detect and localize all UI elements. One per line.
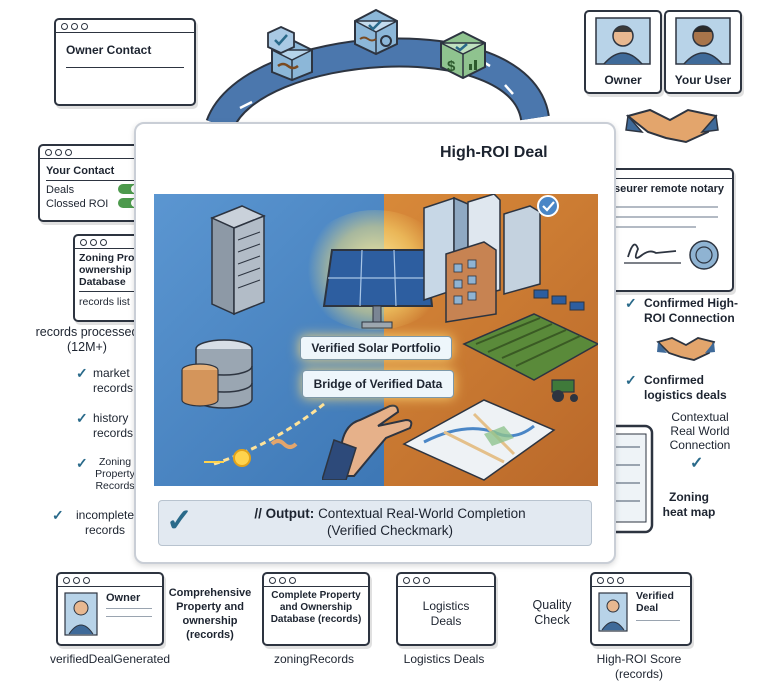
owner-avatar-label: Owner — [604, 73, 642, 87]
your-contact-title: Your Contact — [46, 165, 115, 177]
history-records-label: history records — [93, 411, 134, 440]
logistics-deals-caption: Logistics Deals — [403, 652, 485, 666]
verified-deal-title: Verified Deal — [636, 590, 674, 614]
output-line1: Contextual Real-World Completion — [318, 506, 526, 521]
hand-icon — [322, 404, 413, 480]
owner-contact-title: Owner Contact — [66, 43, 152, 57]
check-cube-icon — [267, 26, 295, 54]
data-infrastructure-art — [181, 205, 325, 467]
owner-card-avatar-icon — [64, 592, 98, 636]
main-title: High-ROI Deal — [440, 144, 548, 161]
complete-database-window[interactable]: Complete Property and Ownership Database… — [262, 572, 370, 646]
settings-cube-icon — [354, 8, 398, 56]
server-icon — [210, 205, 266, 316]
logistics-deals-window[interactable]: Logistics Deals — [396, 572, 496, 646]
confirmed-roi-label: Confirmed High-ROI Connection — [644, 296, 738, 325]
market-records-label: market records — [93, 366, 134, 395]
user-avatar-label: Your User — [674, 73, 732, 87]
confirmed-logistics-check-icon: ✓ — [625, 372, 637, 388]
complete-database-title: Complete Property and Ownership Database… — [270, 590, 362, 625]
dollar-cube-icon: $ — [440, 30, 486, 80]
real-world-city-art — [402, 194, 598, 481]
history-check-icon: ✓ — [76, 410, 88, 426]
tractor-icon — [551, 379, 578, 402]
verified-solar-portfolio-banner: Verified Solar Portfolio — [300, 336, 452, 360]
high-roi-score-caption: High-ROI Score (records) — [596, 652, 682, 681]
notary-title: seurer remote notary — [613, 183, 725, 195]
quality-check-label: Quality Check — [532, 598, 572, 627]
map-icon — [402, 399, 556, 481]
incomplete-records-label: incomplete records — [75, 508, 135, 537]
database-icon — [181, 339, 253, 409]
svg-text:$: $ — [447, 58, 456, 75]
output-text: // Output: Contextual Real-World Complet… — [200, 505, 580, 539]
seal-icon — [689, 240, 719, 270]
zoning-records-label: Zoning Property Records — [95, 456, 135, 492]
verified-deal-avatar-icon — [598, 592, 628, 632]
owner-card-title: Owner — [106, 592, 141, 604]
contextual-connection-label: Contextual Real World Connection — [669, 410, 731, 452]
market-check-icon: ✓ — [76, 365, 88, 381]
bridge-of-verified-data-banner: Bridge of Verified Data — [302, 370, 454, 398]
notary-document-lines — [616, 206, 719, 270]
owner-avatar-icon — [595, 17, 651, 65]
handshake-small-icon — [656, 337, 716, 361]
remote-notary-window[interactable]: seurer remote notary — [604, 168, 734, 292]
zoning-check-icon: ✓ — [76, 455, 88, 471]
confirmed-roi-check-icon: ✓ — [625, 295, 637, 311]
farm-field-icon — [462, 289, 598, 381]
your-contact-deals-label: Deals — [46, 184, 75, 196]
comprehensive-records-label: Comprehensive Property and ownership (re… — [168, 587, 252, 641]
owner-card-caption: verifiedDealGenerated — [50, 652, 171, 666]
owner-avatar-card[interactable]: Owner — [584, 10, 662, 94]
zoning-records-caption: zoningRecords — [273, 652, 355, 666]
user-avatar-icon — [675, 17, 731, 65]
confirmed-logistics-label: Confirmed logistics deals — [644, 373, 727, 402]
logistics-deals-card-title: Logistics Deals — [422, 599, 470, 628]
solar-panel-icon — [322, 249, 434, 329]
zoning-heat-map-label: Zoning heat map — [662, 490, 716, 519]
verified-deal-window[interactable]: Verified Deal — [590, 572, 692, 646]
your-contact-roi-label: Clossed ROI — [46, 198, 109, 210]
city-icon — [423, 194, 559, 323]
output-prefix: // Output: — [254, 506, 315, 521]
output-bar — [158, 500, 592, 546]
output-line2: (Verified Checkmark) — [326, 523, 454, 538]
records-list-label: records list — [79, 296, 130, 308]
owner-contact-window[interactable]: Owner Contact — [54, 18, 196, 106]
incomplete-check-icon: ✓ — [52, 507, 64, 523]
records-processed-label: records processed (12M+) — [35, 325, 139, 354]
handshake-icon — [625, 108, 719, 144]
output-check-icon: ✓ — [166, 502, 193, 538]
your-user-avatar-card[interactable]: Your User — [664, 10, 742, 94]
contextual-check-icon: ✓ — [690, 455, 704, 472]
your-contact-window[interactable]: Your Contact Deals Clossed ROI — [38, 144, 148, 222]
owner-card-window[interactable]: Owner — [56, 572, 164, 646]
